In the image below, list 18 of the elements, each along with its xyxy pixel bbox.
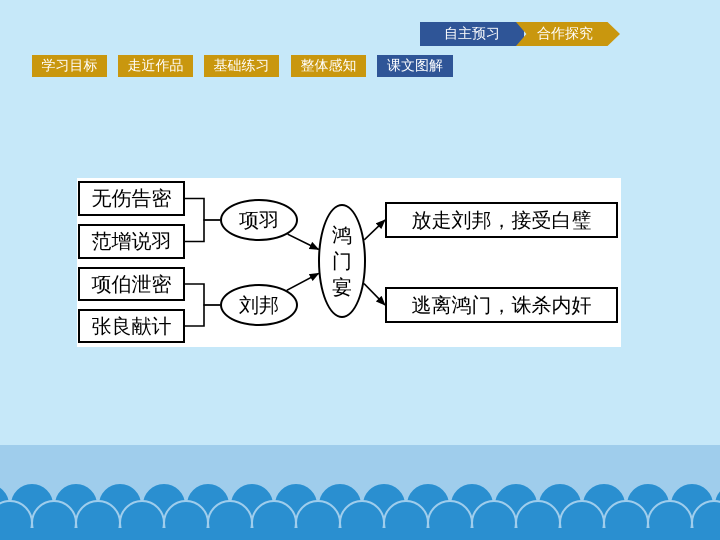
arrow — [287, 233, 320, 250]
menu-button: 走近作品 — [118, 55, 193, 77]
result-box: 放走刘邦，接受白璧 — [385, 202, 618, 238]
result-box: 逃离鸿门，诛杀内奸 — [385, 287, 618, 323]
tab-button: 自主预习 — [420, 22, 524, 46]
arrow — [286, 272, 320, 291]
connector-line — [185, 219, 220, 242]
text-box: 无伤告密 — [78, 181, 185, 216]
tab-button: 合作探究 — [516, 22, 620, 46]
text-box: 项伯泄密 — [78, 267, 185, 301]
menu-button: 基础练习 — [204, 55, 279, 77]
text-box: 张良献计 — [78, 309, 185, 343]
arrow — [364, 219, 386, 240]
menu-button: 课文图解 — [377, 55, 453, 77]
text-box: 范增说羽 — [78, 224, 185, 259]
menu-button: 整体感知 — [291, 55, 366, 77]
menu-button: 学习目标 — [32, 55, 107, 77]
connector-line — [185, 304, 220, 327]
